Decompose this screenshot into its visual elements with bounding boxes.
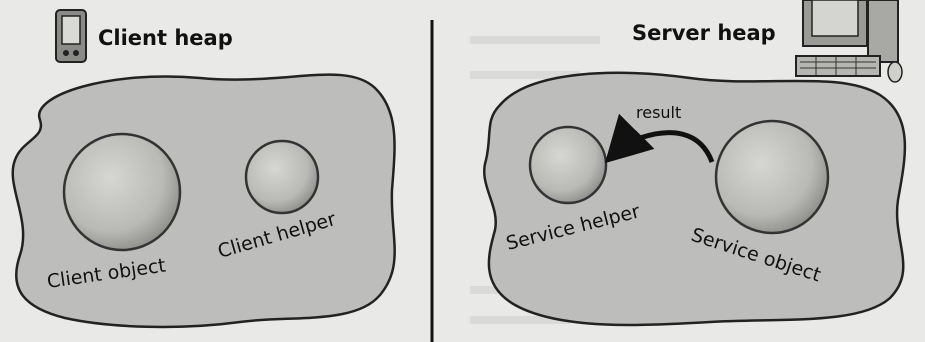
server-heap-title: Server heap [632,21,776,45]
client-object-sphere [64,134,180,250]
server-heap-region [484,73,905,325]
service-helper-sphere [530,127,606,203]
client-helper-sphere [246,141,318,213]
pda-icon [56,10,86,62]
service-object-sphere [716,121,828,233]
client-heap-title: Client heap [98,26,233,50]
result-label: result [636,103,681,122]
